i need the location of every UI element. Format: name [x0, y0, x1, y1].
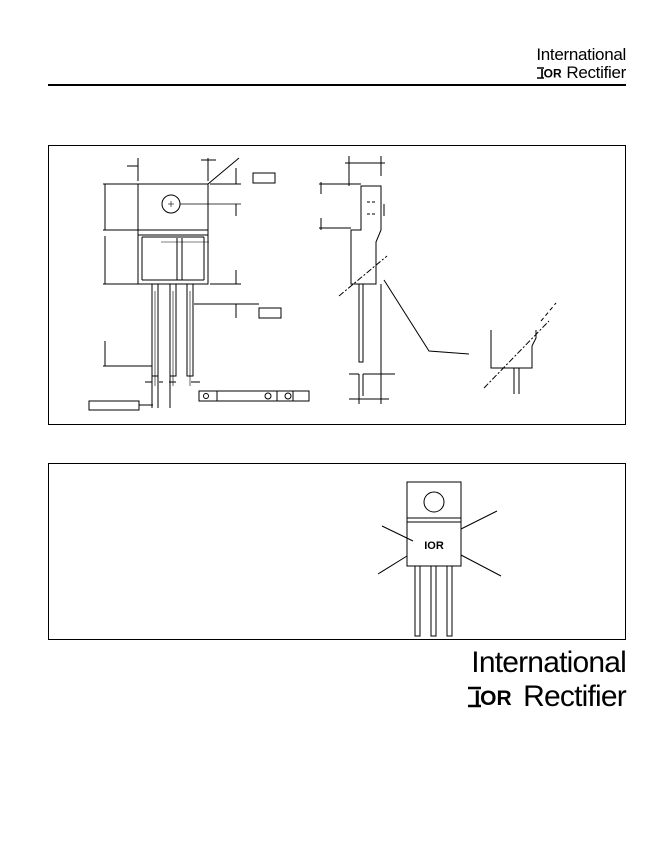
footer-brand-international: International: [471, 646, 627, 679]
header-rule: [48, 84, 626, 86]
header-brand-rectifier: Rectifier: [566, 63, 626, 82]
marking-lead-1: [414, 565, 421, 637]
marking-hole: [423, 491, 445, 513]
footer-brand: International IOR Rectifier: [467, 646, 627, 713]
ior-logo-icon: IOR: [468, 686, 512, 708]
footer-brand-rectifier: Rectifier: [523, 680, 627, 713]
part-marking-panel: IOR: [48, 463, 626, 640]
bottom-view-strip: [198, 390, 310, 402]
marking-tab: [406, 481, 462, 519]
header-brand: International IOR Rectifier: [536, 46, 626, 81]
side-view-body: [350, 185, 382, 285]
footer-logo-text: IOR: [475, 687, 512, 708]
front-view-body: [137, 229, 209, 285]
ior-logo-icon: IOR: [536, 66, 567, 79]
marking-logo-text: IOR: [424, 540, 444, 552]
dim-reference-box-3: [88, 400, 140, 411]
marking-lead-2: [430, 565, 437, 637]
front-view-tab: [137, 183, 209, 231]
dim-reference-box-2: [258, 307, 282, 319]
package-outline-panel: [48, 145, 626, 425]
dim-reference-box-1: [252, 172, 276, 184]
part-marking-drawing: IOR: [377, 481, 502, 637]
header-brand-international: International: [536, 45, 626, 64]
marking-lead-3: [446, 565, 453, 637]
to220-outline-drawing: [88, 156, 557, 411]
side-view-lead: [358, 283, 364, 363]
header-logo-text: IOR: [541, 67, 563, 79]
